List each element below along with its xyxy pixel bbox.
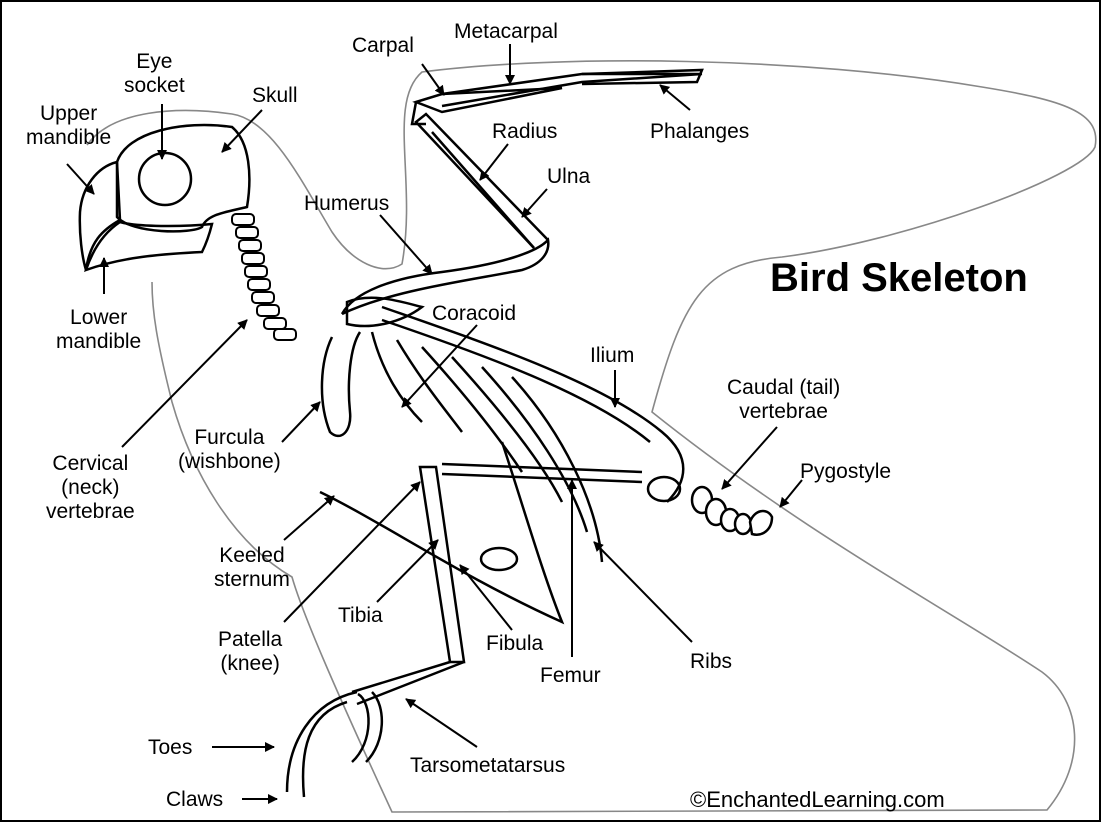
label-metacarpal: Metacarpal bbox=[454, 20, 558, 44]
label-patella: Patella (knee) bbox=[218, 628, 282, 676]
label-skull: Skull bbox=[252, 84, 298, 108]
upper-mandible-shape bbox=[80, 162, 120, 270]
label-radius: Radius bbox=[492, 120, 557, 144]
label-eye-socket: Eye socket bbox=[124, 50, 185, 98]
copyright-credit: ©EnchantedLearning.com bbox=[690, 788, 945, 812]
leader-phalanges bbox=[660, 85, 690, 110]
ilium-window bbox=[648, 477, 680, 501]
label-pygostyle: Pygostyle bbox=[800, 460, 891, 484]
label-caudal: Caudal (tail) vertebrae bbox=[727, 376, 840, 424]
pelvis-window bbox=[481, 548, 517, 570]
eye-socket-ring bbox=[139, 153, 191, 205]
label-tarsometatarsus: Tarsometatarsus bbox=[410, 754, 565, 778]
label-lower-mandible: Lower mandible bbox=[56, 306, 141, 354]
leader-patella bbox=[284, 482, 420, 622]
label-fibula: Fibula bbox=[486, 632, 543, 656]
neck-vertebrae bbox=[232, 214, 296, 340]
label-phalanges: Phalanges bbox=[650, 120, 749, 144]
label-claws: Claws bbox=[166, 788, 223, 812]
leader-upper-mandible bbox=[67, 164, 94, 194]
leader-ribs bbox=[594, 542, 692, 642]
label-coracoid: Coracoid bbox=[432, 302, 516, 326]
leader-tibia bbox=[377, 540, 438, 602]
leg-bones bbox=[287, 467, 464, 797]
tail-bones bbox=[692, 487, 772, 535]
label-ilium: Ilium bbox=[590, 344, 634, 368]
leader-pygostyle bbox=[780, 480, 802, 507]
tibia-bone bbox=[420, 467, 464, 662]
leader-caudal bbox=[722, 427, 777, 489]
tarsometatarsus-bone bbox=[352, 662, 464, 704]
leader-carpal bbox=[422, 64, 444, 95]
label-ulna: Ulna bbox=[547, 165, 590, 189]
leader-radius bbox=[480, 144, 508, 180]
sternum-keel bbox=[320, 442, 562, 622]
label-upper-mandible: Upper mandible bbox=[26, 102, 111, 150]
rib-1 bbox=[372, 332, 422, 422]
label-tibia: Tibia bbox=[338, 604, 383, 628]
furcula-bone bbox=[322, 332, 360, 436]
leader-ulna bbox=[522, 189, 547, 217]
diagram-title: Bird Skeleton bbox=[770, 256, 1028, 300]
wing-bones bbox=[342, 70, 702, 314]
pygostyle-bone bbox=[750, 511, 772, 535]
leader-fibula bbox=[460, 565, 512, 630]
label-keeled-sternum: Keeled sternum bbox=[214, 544, 290, 592]
leader-furcula bbox=[282, 402, 320, 442]
label-carpal: Carpal bbox=[352, 34, 414, 58]
leader-keeled-sternum bbox=[284, 496, 334, 540]
skull-cranium bbox=[117, 125, 249, 231]
label-ribs: Ribs bbox=[690, 650, 732, 674]
label-toes: Toes bbox=[148, 736, 192, 760]
label-cervical: Cervical (neck) vertebrae bbox=[46, 452, 135, 524]
toe-front bbox=[287, 692, 357, 792]
label-femur: Femur bbox=[540, 664, 601, 688]
leader-tarsometatarsus bbox=[406, 699, 477, 747]
label-humerus: Humerus bbox=[304, 192, 389, 216]
metacarpal-bone bbox=[416, 88, 562, 112]
rib-4 bbox=[452, 357, 562, 502]
label-furcula: Furcula (wishbone) bbox=[178, 426, 281, 474]
